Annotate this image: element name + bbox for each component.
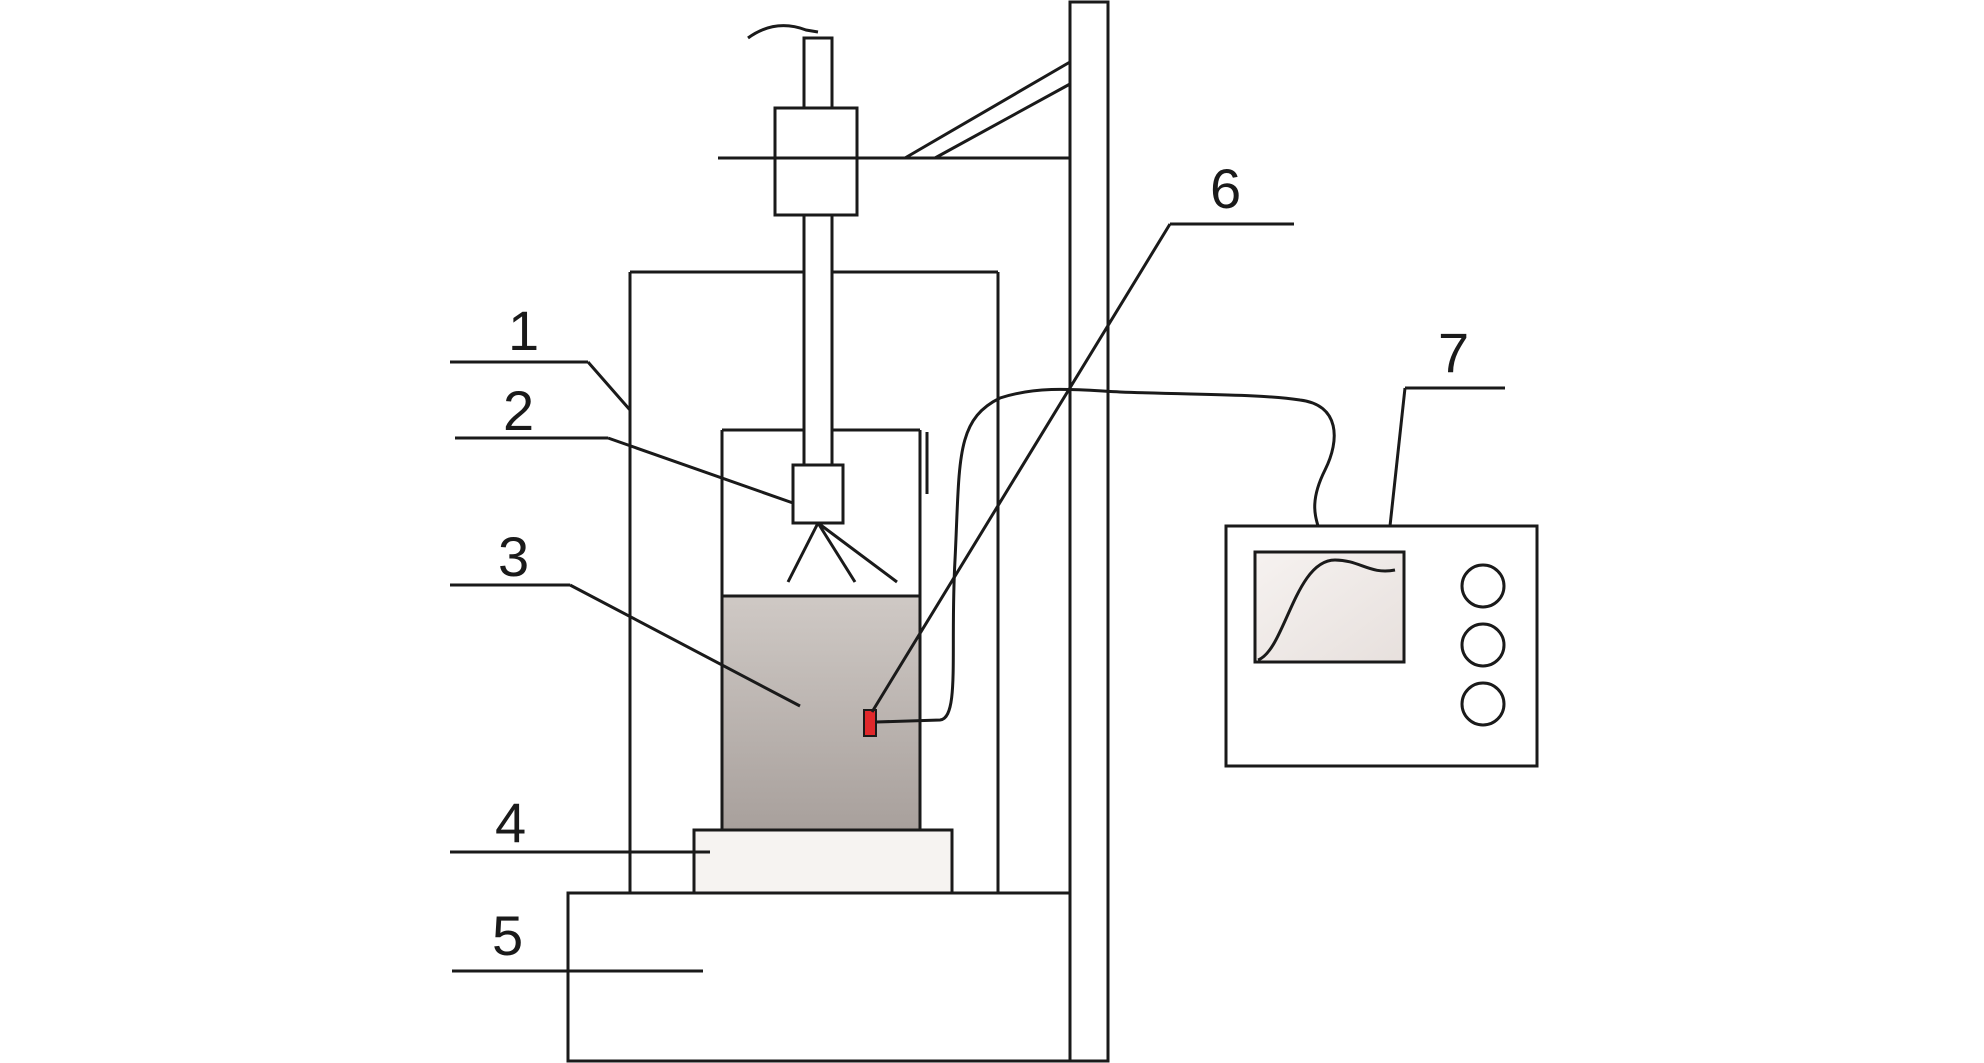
label-frame: 1 bbox=[508, 299, 539, 362]
label-support-block: 4 bbox=[495, 791, 526, 854]
data-recorder bbox=[1224, 524, 1539, 768]
knob-icon bbox=[1460, 563, 1506, 609]
knob-icon bbox=[1460, 681, 1506, 727]
sensor-marker-icon bbox=[863, 709, 877, 737]
curve-display-icon bbox=[1253, 550, 1406, 664]
support-arm bbox=[718, 60, 1071, 160]
support-block bbox=[692, 828, 954, 895]
label-spray-nozzle: 2 bbox=[503, 379, 534, 442]
sensor-group bbox=[863, 387, 1336, 737]
knob-icon bbox=[1460, 622, 1506, 668]
callout-labels: 1 2 3 4 5 6 7 bbox=[492, 157, 1469, 967]
sample-block bbox=[720, 594, 922, 832]
nozzle-rod bbox=[747, 24, 834, 465]
spray-nozzle bbox=[786, 463, 898, 584]
label-recorder: 7 bbox=[1438, 321, 1469, 384]
outer-frame bbox=[628, 270, 1000, 893]
base-block bbox=[566, 891, 1072, 1063]
leader-lines bbox=[450, 222, 1505, 973]
label-base: 5 bbox=[492, 904, 523, 967]
label-sample: 3 bbox=[498, 525, 529, 588]
clamp-block bbox=[718, 106, 860, 217]
stand-pillar bbox=[1068, 0, 1110, 1063]
label-sensor: 6 bbox=[1210, 157, 1241, 220]
